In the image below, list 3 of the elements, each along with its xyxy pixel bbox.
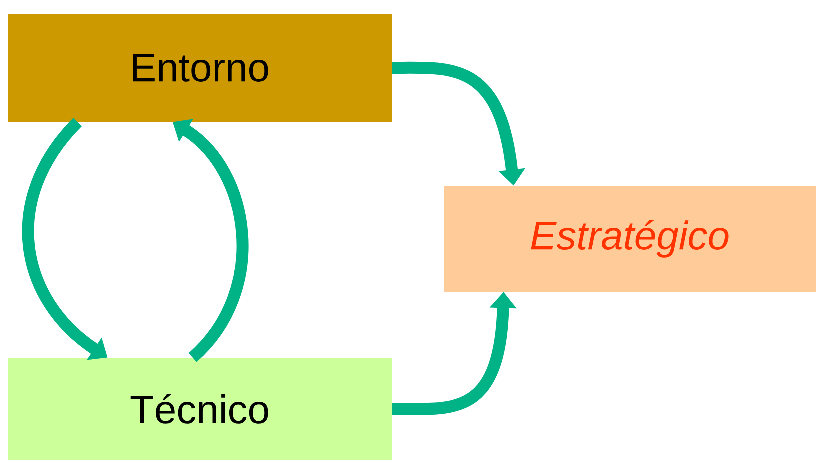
text-box: Entorno — [8, 14, 392, 122]
text-box: Estratégico — [444, 186, 816, 292]
text-box: Técnico — [8, 358, 392, 460]
